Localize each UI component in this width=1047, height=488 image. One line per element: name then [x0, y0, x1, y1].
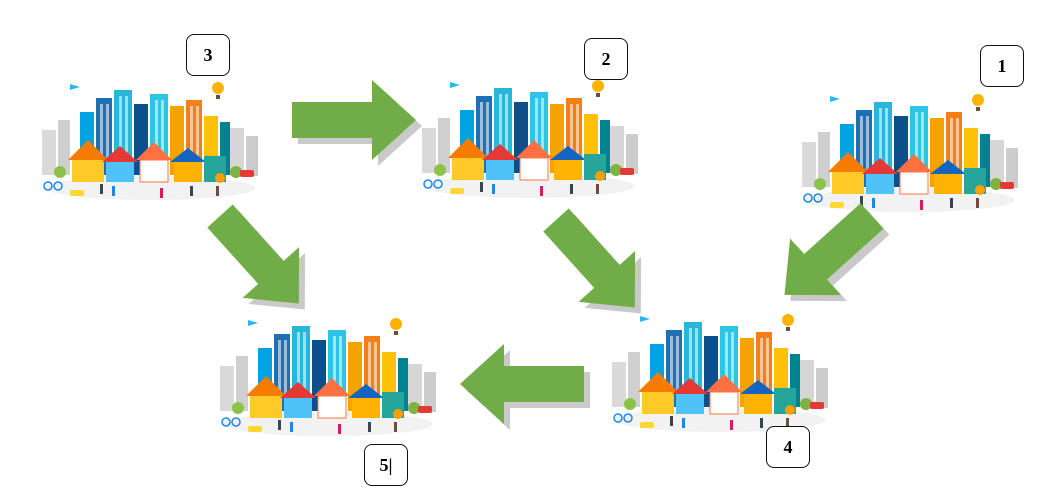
- city-illustration-icon: [801, 93, 1019, 213]
- city-illustration-icon: [219, 317, 437, 437]
- node-label-2: 2: [584, 38, 628, 80]
- arrow-4-to-5: [460, 344, 590, 430]
- arrow-3-to-5: [191, 190, 334, 335]
- node-label-1: 1: [980, 45, 1024, 87]
- arrow-3-to-2: [292, 80, 422, 166]
- node-label-3: 3: [186, 34, 230, 76]
- arrow-2-to-4: [527, 194, 670, 339]
- city-illustration-icon: [611, 313, 829, 433]
- node-label-4: 4: [766, 426, 810, 468]
- city-illustration-icon: [41, 81, 259, 201]
- node-label-5: 5|: [364, 444, 408, 486]
- city-illustration-icon: [421, 79, 639, 199]
